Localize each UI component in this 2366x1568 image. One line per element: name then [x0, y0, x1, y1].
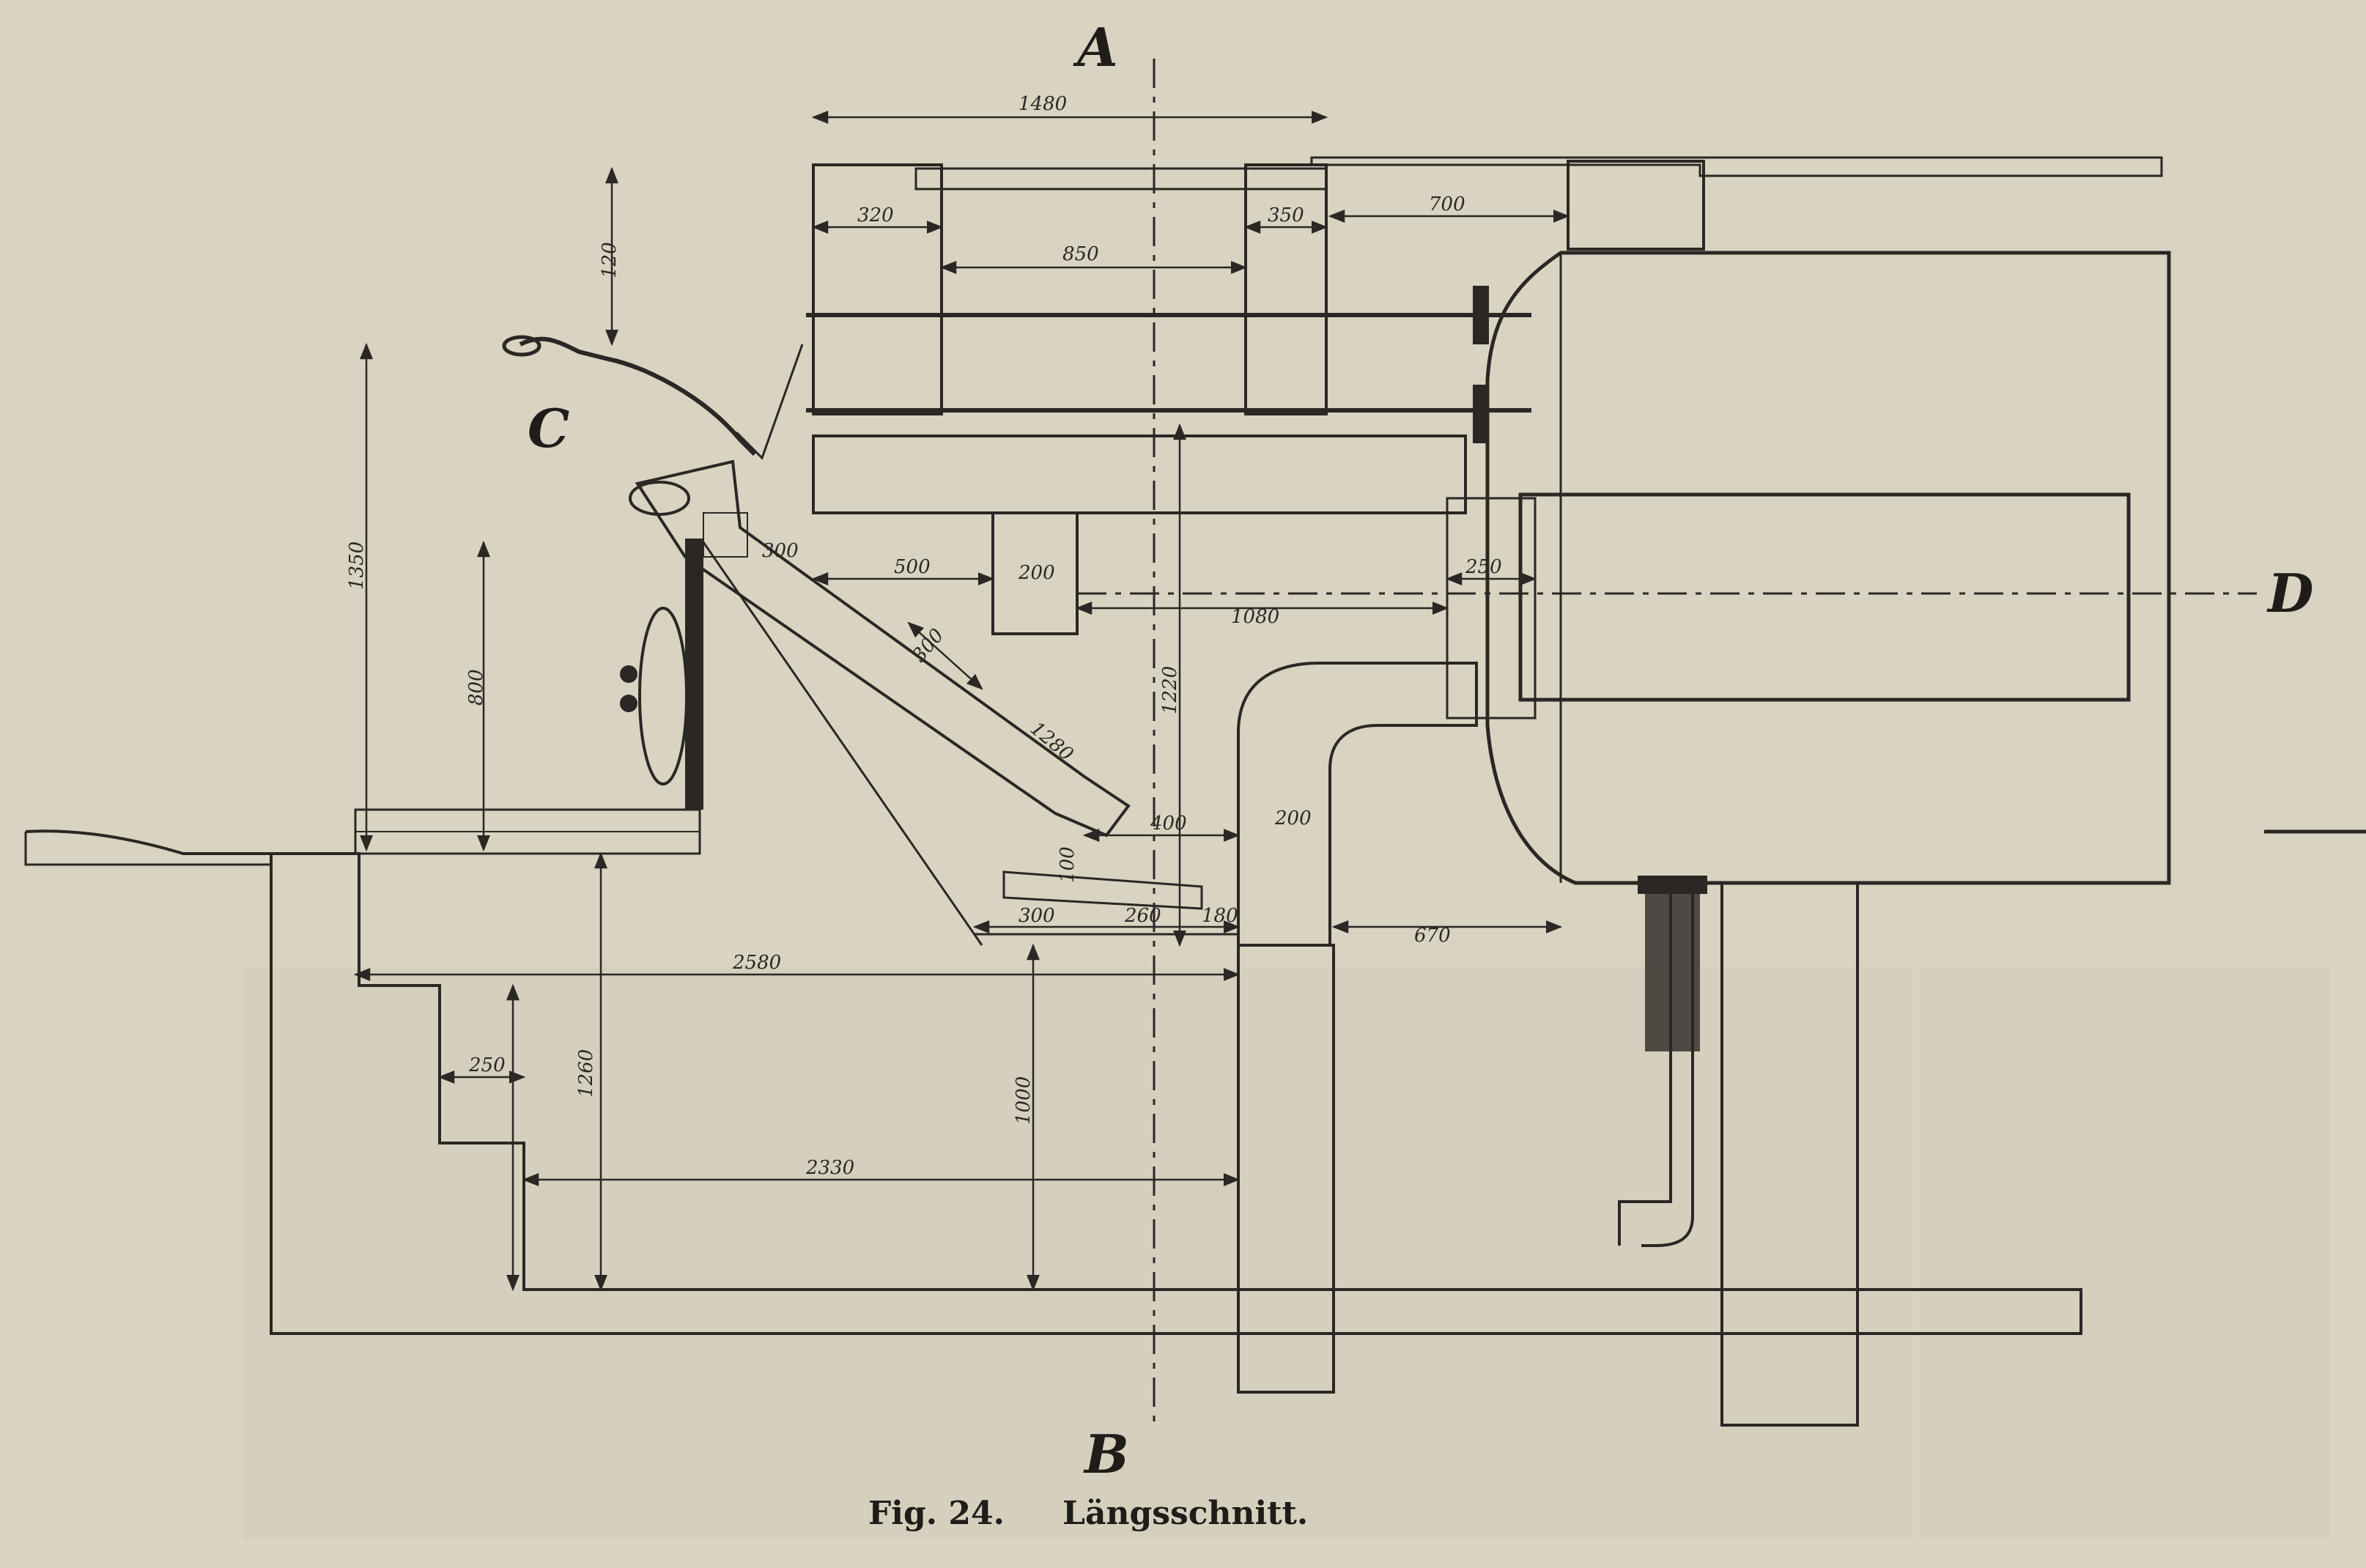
dim-670: 670: [1414, 925, 1451, 947]
dim-250-flue: 250: [1465, 556, 1502, 578]
caption-number: Fig. 24.: [868, 1495, 1005, 1532]
dim-120: 120: [599, 242, 621, 278]
dim-1350: 1350: [346, 541, 368, 590]
center-lines: [1077, 59, 2257, 1421]
dim-250-step: 250: [468, 1054, 506, 1076]
label-point-c: C: [528, 397, 569, 459]
dim-2580: 2580: [732, 952, 781, 974]
dim-1480: 1480: [1019, 93, 1067, 115]
dim-100: 100: [1057, 846, 1079, 883]
dim-260: 260: [1124, 905, 1161, 927]
caption-title: Längsschnitt.: [1062, 1495, 1308, 1532]
dim-850: 850: [1062, 243, 1099, 265]
dim-200-bridge: 200: [1274, 807, 1312, 829]
bleed-through-text: [242, 967, 2330, 1539]
dim-800: 800: [465, 669, 487, 706]
section-labels: A B C D: [528, 16, 2313, 1485]
label-point-d: D: [2266, 562, 2313, 624]
dim-1260: 1260: [575, 1049, 597, 1098]
dim-300-ash: 300: [1019, 905, 1055, 927]
dim-400: 400: [1150, 813, 1187, 835]
dim-300-grate: 300: [909, 625, 949, 667]
dim-2330: 2330: [805, 1157, 854, 1179]
dim-1080: 1080: [1231, 606, 1279, 628]
dimension-lines: [353, 111, 1570, 1292]
firebox-front: [354, 335, 1238, 946]
dim-1220: 1220: [1159, 666, 1181, 714]
figure-caption: Fig. 24. Längsschnitt.: [868, 1495, 1308, 1532]
label-section-a: A: [1073, 16, 1118, 78]
dim-180: 180: [1202, 905, 1238, 927]
dim-300-chute: 300: [762, 540, 799, 562]
dim-500: 500: [894, 556, 931, 578]
dim-700: 700: [1429, 193, 1465, 215]
dim-350: 350: [1268, 204, 1304, 226]
label-section-b: B: [1083, 1423, 1129, 1485]
dim-200-baffle: 200: [1018, 562, 1055, 584]
boiler-shell: [806, 251, 2171, 1247]
dim-320: 320: [857, 204, 894, 226]
dim-1000: 1000: [1013, 1076, 1035, 1125]
